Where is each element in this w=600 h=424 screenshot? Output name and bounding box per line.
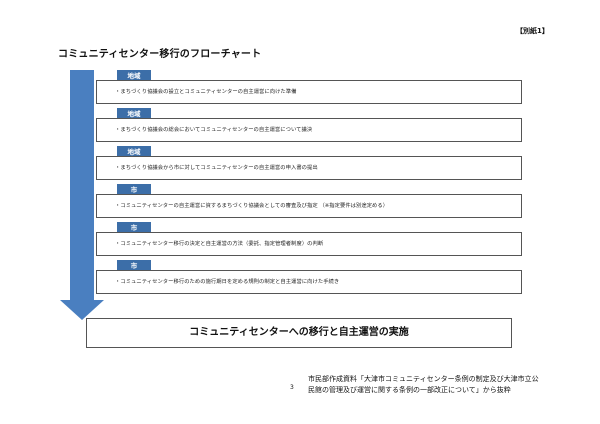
step-text: ・コミュニティセンターの自主運営に資するまちづくり協議会としての審査及び指定 （… — [115, 203, 389, 209]
footnote-line: 市民部作成資料「大津市コミュニティセンター条例の制定及び大津市立公 — [308, 375, 539, 383]
page-number: 3 — [290, 384, 294, 391]
flow-arrow-shaft — [70, 70, 94, 302]
step-text: ・コミュニティセンター移行のための施行期日を定める規則の制定と自主運営に向けた手… — [115, 279, 340, 285]
flow-step: ・コミュニティセンター移行のための施行期日を定める規則の制定と自主運営に向けた手… — [96, 270, 522, 294]
step-badge-city: 市 — [117, 184, 151, 196]
flow-step: ・まちづくり協議会の総会においてコミュニティセンターの自主運営について議決 — [96, 118, 522, 142]
attachment-label: 【別紙1】 — [516, 27, 549, 35]
flow-step: ・まちづくり協議会の設立とコミュニティセンターの自主運営に向けた準備 — [96, 80, 522, 104]
step-badge-region: 地域 — [117, 70, 151, 82]
flow-step: ・コミュニティセンター移行の決定と自主運営の方法（委託、指定管理者制度）の判断 — [96, 232, 522, 256]
step-text: ・まちづくり協議会の総会においてコミュニティセンターの自主運営について議決 — [115, 127, 313, 133]
step-badge-region: 地域 — [117, 108, 151, 120]
step-text: ・まちづくり協議会の設立とコミュニティセンターの自主運営に向けた準備 — [115, 89, 297, 95]
footnote-line: 民館の管理及び運営に関する条例の一部改正について」から抜粋 — [308, 386, 511, 394]
step-text: ・まちづくり協議会から市に対してコミュニティセンターの自主運営の申入書の提出 — [115, 165, 318, 171]
flow-step: ・コミュニティセンターの自主運営に資するまちづくり協議会としての審査及び指定 （… — [96, 194, 522, 218]
flow-arrow-head — [60, 300, 104, 320]
page-title: コミュニティセンター移行のフローチャート — [58, 49, 262, 60]
source-footnote: 市民部作成資料「大津市コミュニティセンター条例の制定及び大津市立公 民館の管理及… — [308, 374, 539, 396]
step-text: ・コミュニティセンター移行の決定と自主運営の方法（委託、指定管理者制度）の判断 — [115, 241, 324, 247]
result-box: コミュニティセンターへの移行と自主運営の実施 — [86, 318, 512, 348]
step-badge-region: 地域 — [117, 146, 151, 158]
flow-step: ・まちづくり協議会から市に対してコミュニティセンターの自主運営の申入書の提出 — [96, 156, 522, 180]
step-badge-city: 市 — [117, 222, 151, 234]
step-badge-city: 市 — [117, 260, 151, 272]
